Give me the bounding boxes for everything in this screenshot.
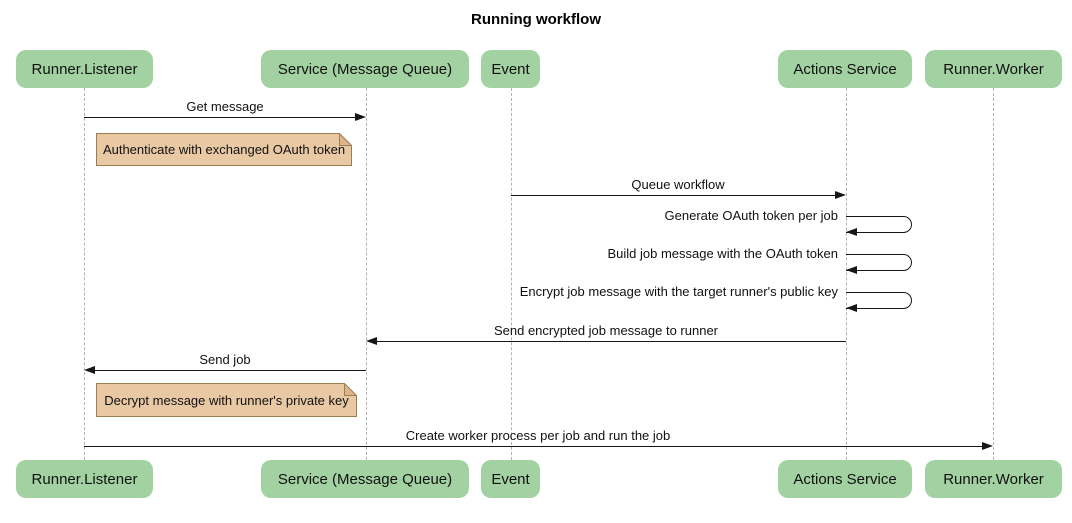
self-message-label-encrypt-job-message: Encrypt job message with the target runn… <box>519 284 838 299</box>
message-label-queue-workflow: Queue workflow <box>631 177 725 192</box>
note-text: Decrypt message with runner's private ke… <box>104 392 349 408</box>
message-line-create-worker <box>84 446 982 447</box>
participant-bottom-actions-service: Actions Service <box>778 460 912 498</box>
arrowhead-right-icon <box>982 441 993 450</box>
participant-top-runner-worker: Runner.Worker <box>925 50 1062 88</box>
participant-bottom-runner-worker: Runner.Worker <box>925 460 1062 498</box>
arrowhead-right-icon <box>355 112 366 121</box>
participant-top-service: Service (Message Queue) <box>261 50 469 88</box>
note-decrypt-message: Decrypt message with runner's private ke… <box>96 383 357 417</box>
message-line-send-job <box>95 370 366 371</box>
participant-top-event: Event <box>481 50 540 88</box>
participant-top-actions-service: Actions Service <box>778 50 912 88</box>
arrowhead-left-icon <box>846 265 857 274</box>
message-label-send-job: Send job <box>199 352 251 367</box>
participant-bottom-runner-listener: Runner.Listener <box>16 460 153 498</box>
message-label-get-message: Get message <box>186 99 264 114</box>
message-label-send-encrypted: Send encrypted job message to runner <box>493 323 719 338</box>
message-line-queue-workflow <box>511 195 835 196</box>
participant-top-runner-listener: Runner.Listener <box>16 50 153 88</box>
self-loop-generate-token <box>846 216 912 233</box>
note-text: Authenticate with exchanged OAuth token <box>102 142 346 157</box>
message-line-send-encrypted <box>377 341 846 342</box>
arrowhead-right-icon <box>835 190 846 199</box>
lifeline-actions-service <box>845 88 847 460</box>
note-authenticate-oauth: Authenticate with exchanged OAuth token <box>96 133 352 166</box>
note-fold-icon <box>344 383 357 396</box>
lifeline-runner-listener <box>83 88 85 460</box>
self-loop-encrypt-job-message <box>846 292 912 309</box>
arrowhead-left-icon <box>366 336 377 345</box>
arrowhead-left-icon <box>846 303 857 312</box>
message-line-get-message <box>84 117 355 118</box>
message-label-create-worker: Create worker process per job and run th… <box>405 428 671 443</box>
arrowhead-left-icon <box>84 365 95 374</box>
self-loop-build-job-message <box>846 254 912 271</box>
participant-bottom-service: Service (Message Queue) <box>261 460 469 498</box>
note-fold-icon <box>339 133 352 146</box>
diagram-title: Running workflow <box>471 11 601 28</box>
arrowhead-left-icon <box>846 227 857 236</box>
self-message-label-generate-token: Generate OAuth token per job <box>664 208 838 223</box>
participant-bottom-event: Event <box>481 460 540 498</box>
self-message-label-build-job-message: Build job message with the OAuth token <box>607 246 838 261</box>
lifeline-runner-worker <box>992 88 994 460</box>
lifeline-event <box>510 88 512 460</box>
lifeline-service <box>365 88 367 460</box>
